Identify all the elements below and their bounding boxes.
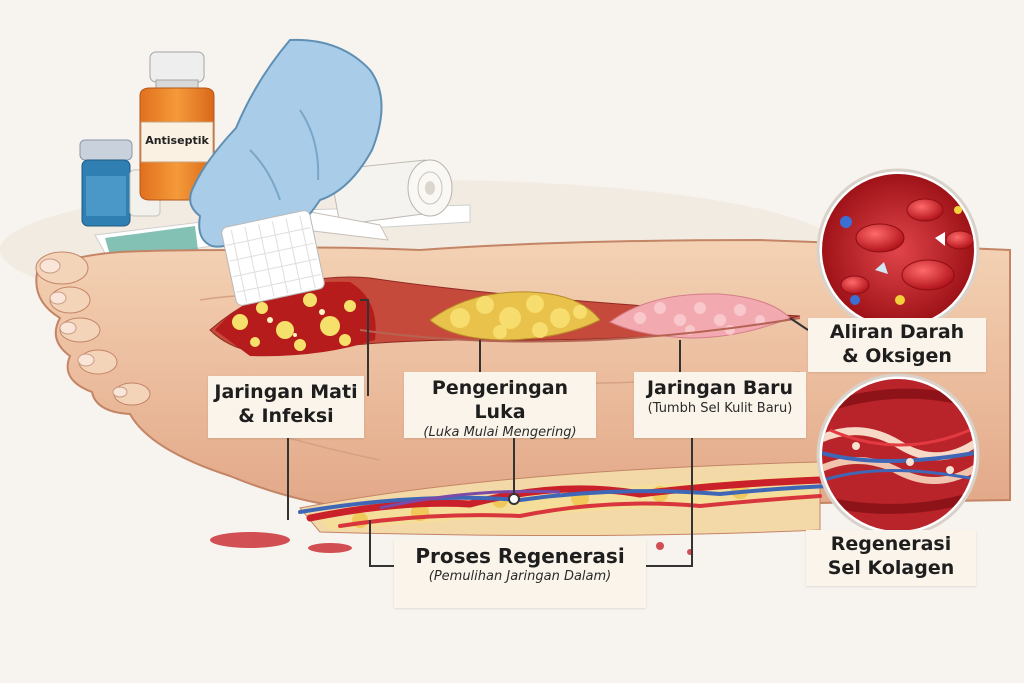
callout-new-tissue: Jaringan Baru (Tumbh Sel Kulit Baru): [634, 372, 806, 438]
blood-stains: [210, 532, 693, 555]
callout-dead-tissue-line2: & Infeksi: [238, 405, 334, 427]
leader-dead-tissue: [360, 299, 369, 396]
blood-flow-zoom-circle: [816, 168, 980, 332]
callout-regeneration: Proses Regenerasi (Pemulihan Jaringan Da…: [394, 540, 646, 608]
callout-wound-drying-subtitle: (Luka Mulai Mengering): [423, 425, 577, 440]
leader-regeneration-right: [646, 434, 693, 567]
callout-dead-tissue: Jaringan Mati & Infeksi: [208, 376, 364, 438]
deep-tissue-cutaway: [298, 461, 832, 537]
bandage-roll: [299, 159, 453, 241]
callout-blood-flow-line2: & Oksigen: [842, 345, 952, 367]
collagen-zoom-circle: [816, 373, 980, 537]
callout-wound-drying-title: Pengeringan Luka: [431, 377, 569, 423]
callout-regeneration-subtitle: (Pemulihan Jaringan Dalam): [428, 569, 612, 584]
leader-lines: [287, 299, 809, 567]
ointment-jar: [79, 139, 133, 227]
callout-regeneration-title: Proses Regenerasi: [415, 544, 625, 568]
callout-blood-flow: Aliran Darah & Oksigen: [808, 318, 986, 372]
callout-blood-flow-line1: Aliran Darah: [829, 321, 965, 343]
leader-dot: [508, 493, 520, 505]
leader-regeneration-left: [369, 520, 394, 567]
callout-wound-drying: Pengeringan Luka (Luka Mulai Mengering): [404, 372, 596, 440]
leader-blood-flow: [789, 317, 809, 331]
callout-dead-tissue-line1: Jaringan Mati: [214, 381, 358, 403]
callout-collagen: Regenerasi Sel Kolagen: [806, 530, 976, 586]
callout-collagen-line1: Regenerasi: [830, 533, 952, 555]
gloved-hand-icon: [189, 38, 383, 306]
wound-bed: [209, 276, 801, 357]
callout-new-tissue-title: Jaringan Baru: [646, 377, 794, 399]
callout-new-tissue-subtitle: (Tumbh Sel Kulit Baru): [647, 401, 793, 416]
antiseptic-bottle-label: Antiseptik: [145, 134, 209, 147]
callout-collagen-line2: Sel Kolagen: [827, 557, 955, 579]
